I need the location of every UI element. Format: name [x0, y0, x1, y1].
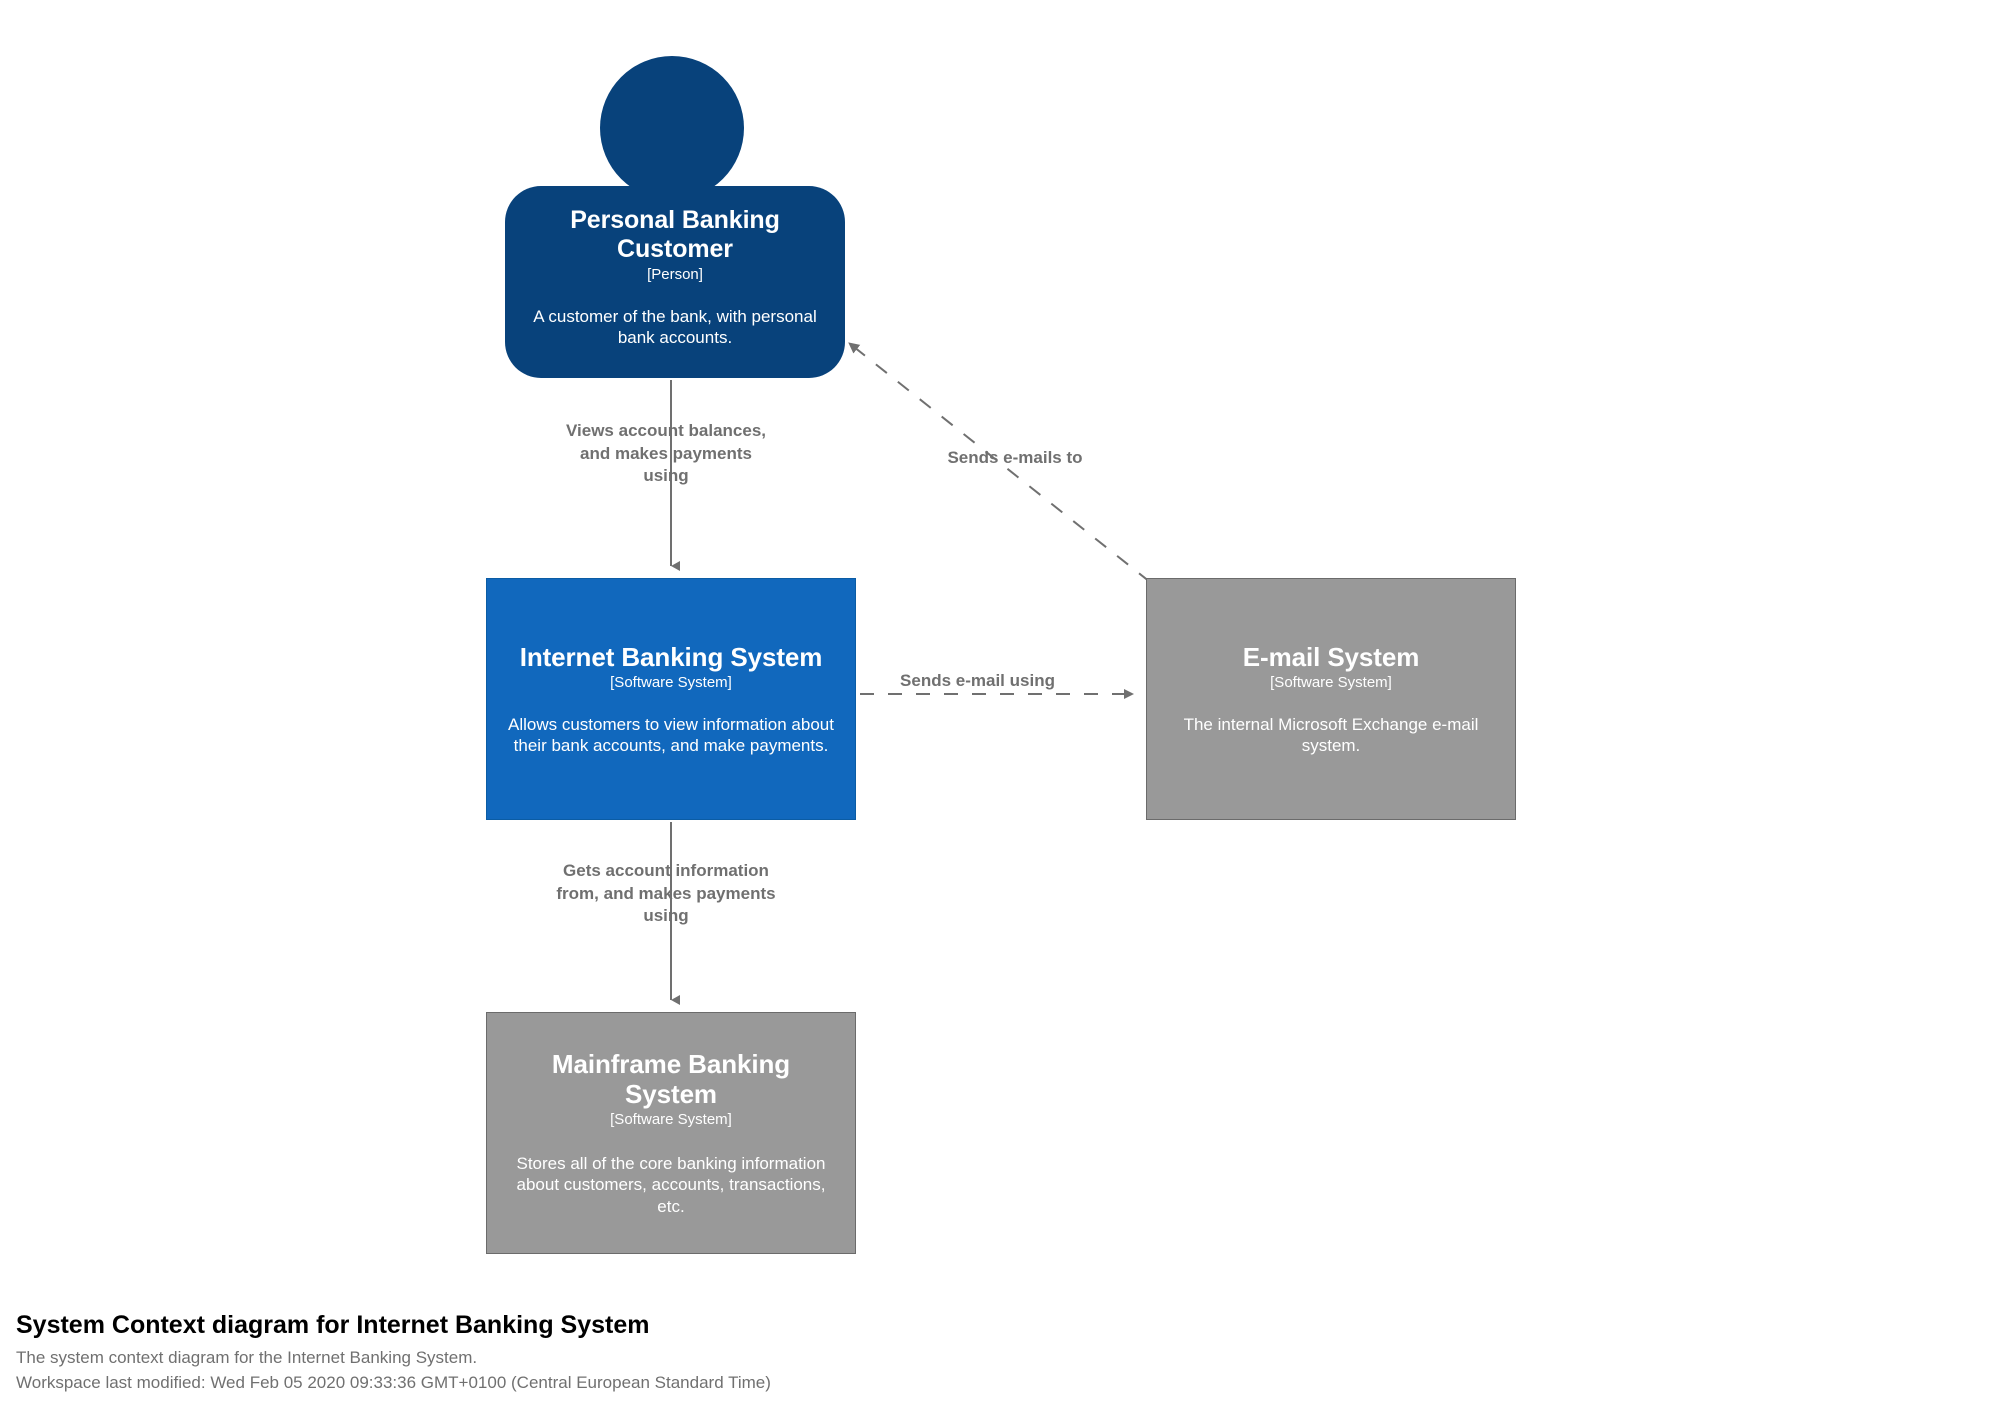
- edge-label-email-to-customer: Sends e-mails to: [947, 448, 1083, 467]
- diagram-title: System Context diagram for Internet Bank…: [16, 1311, 650, 1339]
- node-tech-personal-banking-customer: [Person]: [647, 266, 703, 283]
- node-description-email-system: The internal Microsoft Exchange e-mail s…: [1183, 714, 1479, 756]
- edge-label-internet-banking-to-email: Sends e-mail using: [900, 671, 1055, 690]
- diagram-footer: System Context diagram for Internet Bank…: [16, 1310, 1416, 1395]
- person-body: Personal Banking Customer [Person] A cus…: [505, 186, 845, 378]
- node-name-internet-banking-system: Internet Banking System: [519, 641, 823, 672]
- node-name-mainframe-banking-system: Mainframe Banking System: [551, 1048, 791, 1109]
- node-tech-email-system: [Software System]: [1270, 673, 1392, 691]
- node-personal-banking-customer[interactable]: Personal Banking Customer [Person] A cus…: [505, 56, 845, 378]
- node-tech-internet-banking-system: [Software System]: [610, 673, 732, 691]
- node-description-internet-banking-system: Allows customers to view information abo…: [508, 714, 834, 756]
- edge-label-customer-to-internet-banking: Views account balances, and makes paymen…: [566, 421, 766, 486]
- node-description-personal-banking-customer: A customer of the bank, with personal ba…: [533, 307, 817, 348]
- diagram-last-modified: Workspace last modified: Wed Feb 05 2020…: [16, 1372, 771, 1392]
- node-name-email-system: E-mail System: [1242, 641, 1420, 672]
- node-mainframe-banking-system[interactable]: Mainframe Banking System [Software Syste…: [486, 1012, 856, 1254]
- node-internet-banking-system[interactable]: Internet Banking System [Software System…: [486, 578, 856, 820]
- node-tech-mainframe-banking-system: [Software System]: [610, 1111, 732, 1129]
- node-description-mainframe-banking-system: Stores all of the core banking informati…: [516, 1154, 826, 1216]
- person-head-icon: [600, 56, 744, 200]
- edge-label-internet-banking-to-mainframe: Gets account information from, and makes…: [556, 861, 776, 926]
- diagram-description: The system context diagram for the Inter…: [16, 1348, 478, 1367]
- node-name-personal-banking-customer: Personal Banking Customer: [570, 206, 780, 263]
- node-email-system[interactable]: E-mail System [Software System] The inte…: [1146, 578, 1516, 820]
